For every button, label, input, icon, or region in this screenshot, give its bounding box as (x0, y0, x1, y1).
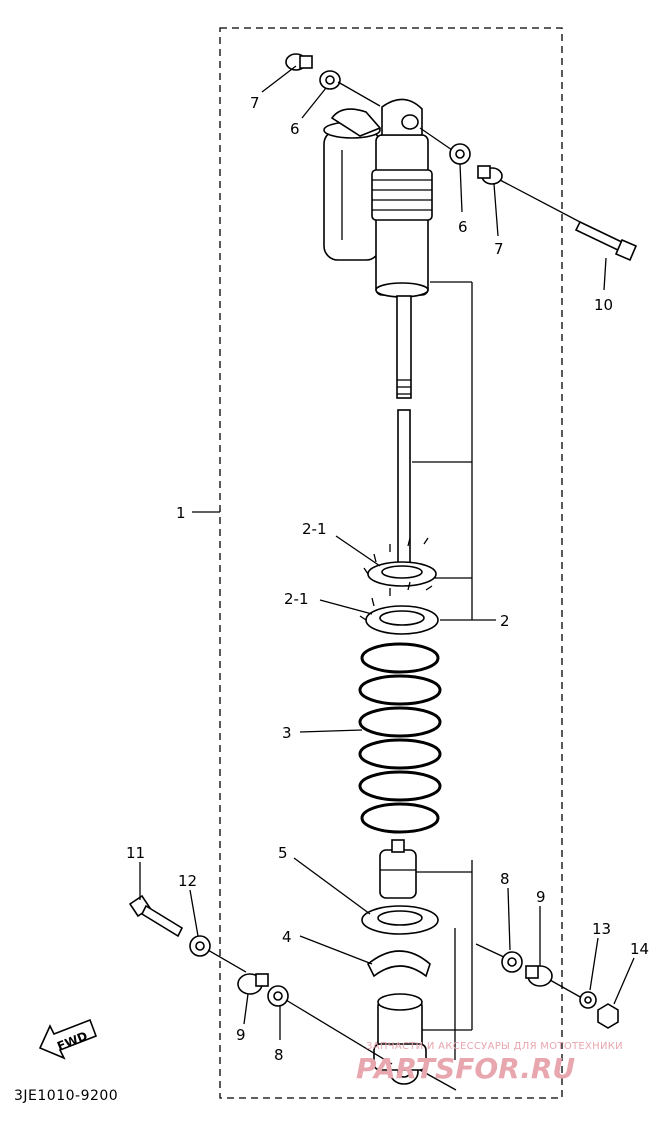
lower-mount-bolt (128, 894, 184, 938)
shock-body (371, 98, 433, 298)
callout-10: 10 (594, 296, 613, 314)
callout-14: 14 (630, 940, 649, 958)
coil-spring (358, 642, 442, 834)
lower-clevis (373, 993, 427, 1085)
callout-5: 5 (278, 844, 288, 862)
watermark-tagline: ЗАПЧАСТИ И АКСЕССУАРЫ ДЛЯ МОТОТЕХНИКИ (366, 1041, 623, 1052)
callout-8-right: 8 (500, 870, 510, 888)
nut-lower (597, 1003, 619, 1029)
callout-12: 12 (178, 872, 197, 890)
bushing-upper-right (449, 143, 471, 165)
bushing-lower-left (267, 985, 289, 1007)
diagram-code: 3JE1010-9200 (14, 1088, 118, 1104)
callout-3: 3 (282, 724, 292, 742)
washer-lower (579, 991, 597, 1009)
callout-8-left: 8 (274, 1046, 284, 1064)
adjuster-ring-lower (359, 581, 439, 635)
callout-13: 13 (592, 920, 611, 938)
callout-2: 2 (500, 612, 510, 630)
collar-lower (189, 935, 211, 957)
watermark-logo: ЗАПЧАСТИ И АКСЕССУАРЫ ДЛЯ МОТОТЕХНИКИ PA… (356, 1041, 623, 1085)
piston-rod (396, 295, 412, 571)
bushing-upper-left (319, 70, 341, 90)
bracket-lines (412, 281, 496, 1060)
callout-9-right: 9 (536, 888, 546, 906)
dust-cap-lower-right (525, 965, 553, 987)
upper-mount-bolt (574, 220, 638, 262)
adjuster-ring-upper (363, 537, 437, 587)
dust-cap-upper-left (285, 53, 313, 71)
bump-stopper (379, 839, 417, 899)
callout-6-left: 6 (290, 120, 300, 138)
spring-seat (361, 905, 439, 935)
assembly-boundary (219, 27, 563, 1099)
fwd-arrow-icon: FWD (38, 1018, 98, 1060)
callout-11: 11 (126, 844, 145, 862)
callout-2-1-lower: 2-1 (284, 590, 309, 608)
callout-9-left: 9 (236, 1026, 246, 1044)
callout-6-right: 6 (458, 218, 468, 236)
dust-cap-upper-right (477, 165, 503, 185)
callout-1: 1 (176, 504, 186, 522)
bushing-lower-right (501, 951, 523, 973)
callout-7-right: 7 (494, 240, 504, 258)
callout-7-left: 7 (250, 94, 260, 112)
watermark-brand: PARTSFOR.RU (356, 1052, 575, 1085)
callout-2-1-upper: 2-1 (302, 520, 327, 538)
callout-4: 4 (282, 928, 292, 946)
dust-cap-lower-left (237, 973, 269, 995)
spring-stopper (366, 950, 431, 978)
